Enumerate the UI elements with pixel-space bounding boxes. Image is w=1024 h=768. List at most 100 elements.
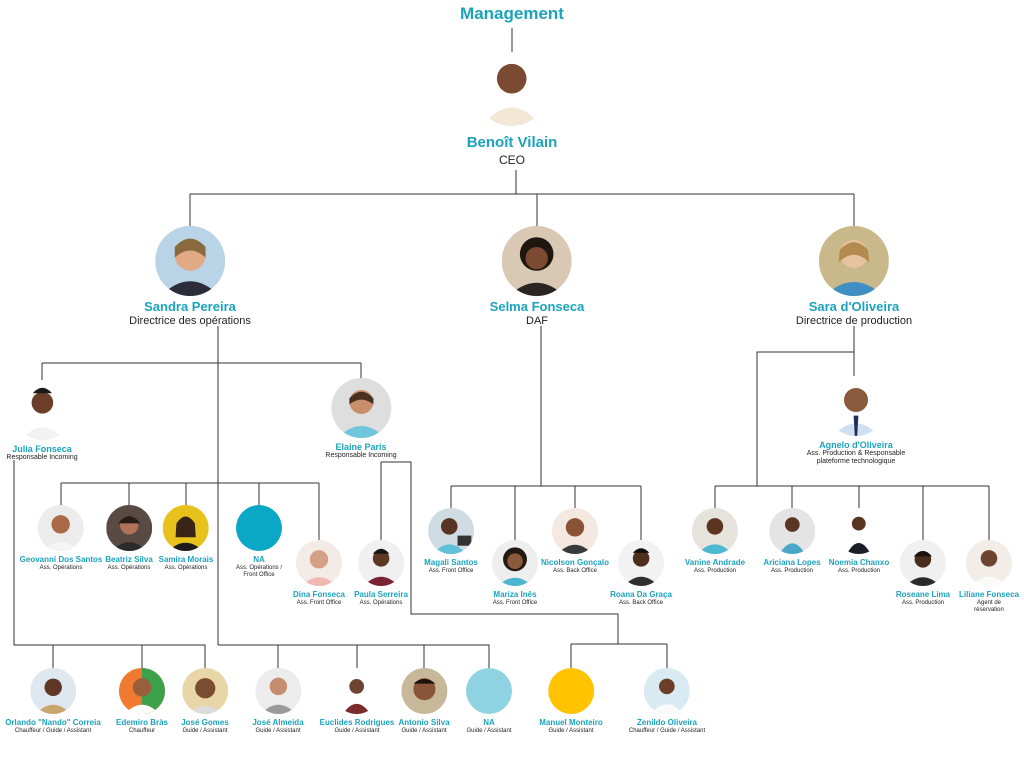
avatar-photo [643,668,690,714]
person-name: Ariciana Lopes [763,558,821,567]
org-node-na-2[interactable]: NA Guide / Assistant [466,668,512,735]
org-node-sara[interactable]: Sara d'Oliveira Directrice de production [796,226,912,327]
person-role: Ass. Production [837,568,881,574]
person-role: CEO [498,153,526,167]
person-name: Dina Fonseca [292,590,346,599]
person-name: Noemia Chanxo [828,558,890,567]
org-node-selma[interactable]: Selma Fonseca DAF [490,226,584,327]
person-role: Ass. Production [770,568,814,574]
person-name: Liliane Fonseca [958,590,1020,599]
avatar-photo [181,668,228,714]
person-name: Nicolson Gonçalo [540,558,610,567]
org-node-noemia[interactable]: Noemia Chanxo Ass. Production [829,508,889,575]
person-name: Sara d'Oliveira [808,299,900,314]
person-role: Ass. Front Office [492,600,538,606]
person-name: Beatriz Silva [105,555,153,564]
person-name: Magali Santos [424,558,478,567]
avatar-photo [768,508,815,554]
org-node-agnelo[interactable]: Agnelo d'Oliveira Ass. Production & Resp… [806,376,906,466]
person-role: Ass. Production & Responsable plateforme… [806,450,906,465]
avatar-photo [492,540,538,586]
org-node-mariza[interactable]: Mariza Inês Ass. Front Office [492,540,538,607]
person-role: Ass. Opérations [359,600,403,606]
org-node-samira[interactable]: Samira Morais Ass. Opérations [159,505,213,572]
org-node-nicolson[interactable]: Nicolson Gonçalo Ass. Back Office [541,508,609,575]
person-name: Sandra Pereira [144,299,236,314]
person-role: Ass. Front Office [428,568,474,574]
org-node-ariciana[interactable]: Ariciana Lopes Ass. Production [763,508,821,575]
org-node-sandra[interactable]: Sandra Pereira Directrice des opérations [129,226,251,327]
avatar-photo [502,226,572,296]
person-role: Ass. Back Office [619,600,663,606]
avatar-photo [105,505,152,551]
avatar-photo [401,668,447,714]
person-role: Directrice de production [795,315,913,327]
person-role: Guide / Assistant [182,728,228,734]
org-node-na-1[interactable]: NA Ass. Opérations / Front Office [229,505,289,579]
person-role: Ass. Back Office [553,568,597,574]
person-role: Agent de réservation [974,600,1004,613]
org-node-dina[interactable]: Dina Fonseca Ass. Front Office [293,540,345,607]
person-name: Roseane Lima [895,590,951,599]
person-role: Ass. Production [693,568,737,574]
org-node-roseane[interactable]: Roseane Lima Ass. Production [896,540,950,607]
person-role: Responsable Incoming [6,454,78,461]
org-node-edemiro[interactable]: Edemiro Bràs Chauffeur [116,668,168,735]
person-name: NA [483,718,495,727]
org-node-geovanni[interactable]: Geovanni Dos Santos Ass. Opérations [19,505,103,572]
person-role: Directrice des opérations [129,315,251,327]
org-node-julia[interactable]: Julia Fonseca Responsable Incoming [6,380,78,461]
avatar-photo [331,378,391,438]
avatar-photo [427,508,474,554]
org-node-paula[interactable]: Paula Serreira Ass. Opérations [354,540,408,607]
avatar-photo [38,505,84,551]
person-role: Ass. Opérations [39,565,83,571]
person-role: Guide / Assistant [401,728,447,734]
org-node-elaine[interactable]: Elaine Paris Responsable Incoming [325,378,397,459]
avatar-photo [119,668,165,714]
org-node-manuel[interactable]: Manuel Monteiro Guide / Assistant [539,668,603,735]
person-role: Chauffeur [128,728,156,734]
avatar-photo [474,52,549,126]
avatar-placeholder [466,668,512,714]
org-node-jose-gomes[interactable]: José Gomes Guide / Assistant [181,668,229,735]
org-node-euclides[interactable]: Euclides Rodrigues Guide / Assistant [320,668,394,735]
person-name: José Almeida [252,718,304,727]
avatar-photo [551,508,598,554]
org-node-zenildo[interactable]: Zenildo Oliveira Chauffeur / Guide / Ass… [629,668,705,735]
avatar-photo [691,508,738,554]
org-node-antonio[interactable]: Antonio Silva Guide / Assistant [398,668,450,735]
person-name: Antonio Silva [398,718,450,727]
org-node-beatriz[interactable]: Beatriz Silva Ass. Opérations [105,505,153,572]
person-role: Guide / Assistant [548,728,594,734]
person-role: Responsable Incoming [325,452,397,459]
org-node-magali[interactable]: Magali Santos Ass. Front Office [424,508,478,575]
person-name: Edemiro Bràs [115,718,169,727]
avatar-photo [12,380,72,440]
org-node-jose-almeida[interactable]: José Almeida Guide / Assistant [252,668,304,735]
org-node-ceo[interactable]: Benoît Vilain CEO [467,52,557,167]
org-node-liliane[interactable]: Liliane Fonseca Agent de réservation [959,540,1019,614]
person-name: Zenildo Oliveira [636,718,698,727]
person-role: Ass. Front Office [296,600,342,606]
avatar-photo [900,540,946,586]
person-name: Paula Serreira [354,590,408,599]
org-node-roana[interactable]: Roana Da Graça Ass. Back Office [610,540,672,607]
avatar-photo [826,376,886,436]
person-role: Guide / Assistant [334,728,380,734]
person-name: Geovanni Dos Santos [19,555,103,564]
person-role: Ass. Opérations / Front Office [235,565,283,578]
chart-title: Management [460,4,564,23]
org-node-orlando[interactable]: Orlando "Nando" Correia Chauffeur / Guid… [5,668,101,735]
person-name: Manuel Monteiro [539,718,603,727]
person-name: Roana Da Graça [610,590,672,599]
person-name: Elaine Paris [335,442,387,452]
org-node-vanine[interactable]: Vanine Andrade Ass. Production [685,508,745,575]
person-name: Agnelo d'Oliveira [819,440,893,450]
avatar-placeholder [548,668,594,714]
person-role: DAF [526,315,548,327]
avatar-photo [966,540,1012,586]
person-name: Julia Fonseca [12,444,72,454]
avatar-photo [295,540,342,586]
